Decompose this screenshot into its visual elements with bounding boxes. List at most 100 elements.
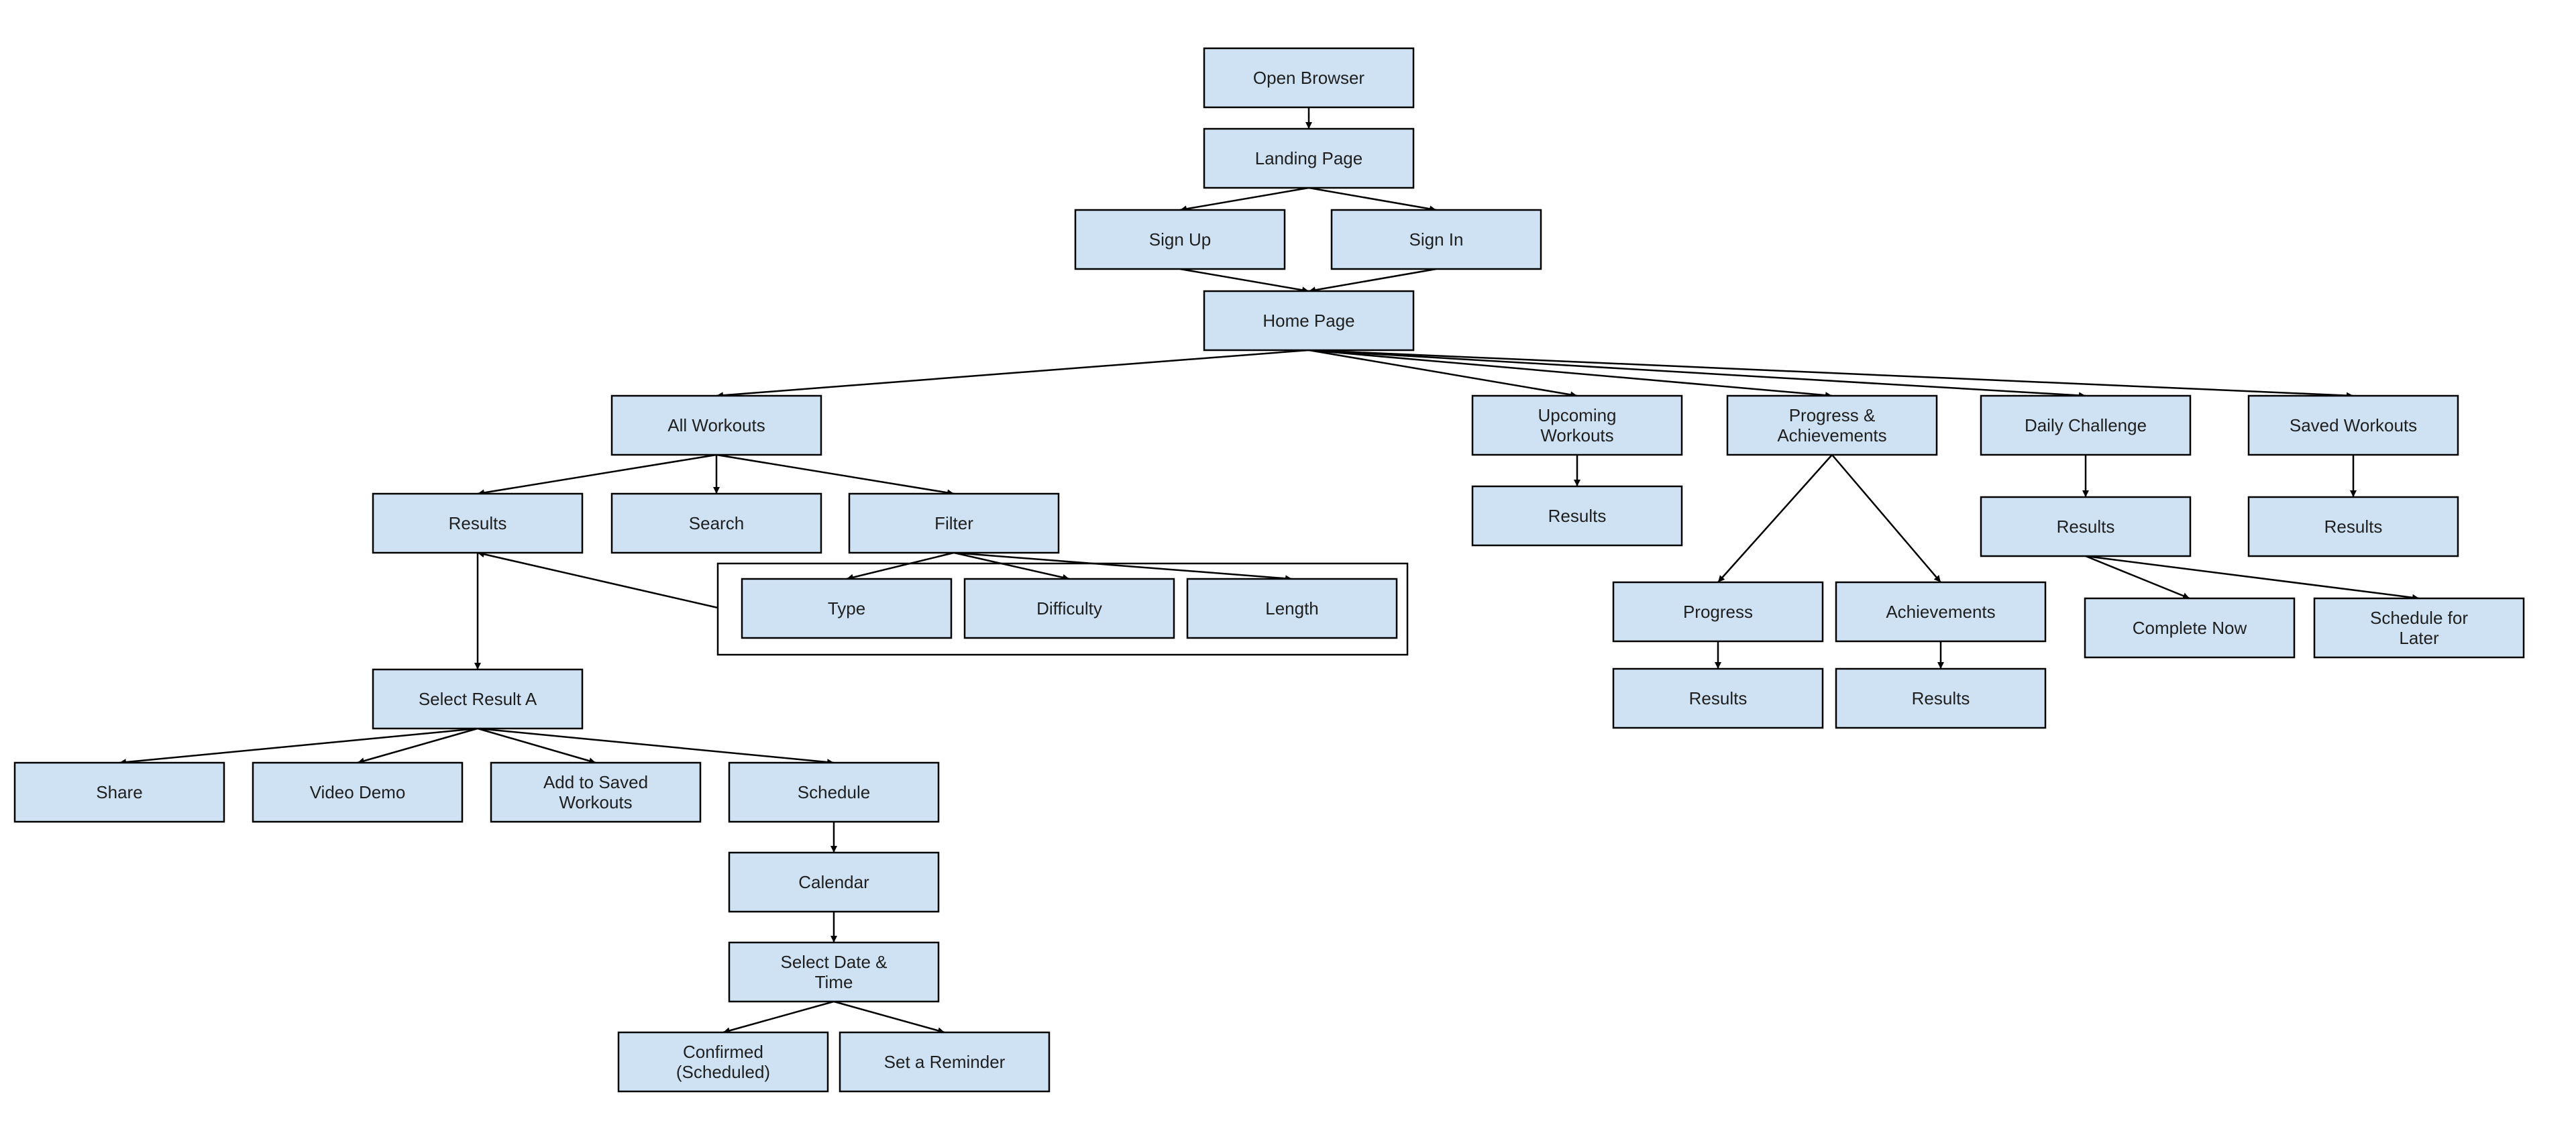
node-complete-now: Complete Now <box>2084 597 2296 659</box>
node-label: Share <box>96 782 142 802</box>
node-label: Select Date & <box>781 952 888 972</box>
node-box <box>1471 485 1683 547</box>
node-label: Results <box>1689 688 1748 708</box>
node-box <box>610 492 822 554</box>
edge-filter-to-type <box>846 551 955 581</box>
node-sign-up: Sign Up <box>1074 209 1286 270</box>
edge-landing-page-to-sign-up <box>1179 186 1309 213</box>
node-label: Progress & <box>1789 405 1876 425</box>
node-label: Length <box>1265 598 1319 618</box>
node-box <box>1980 394 2192 456</box>
node-box <box>1471 394 1683 456</box>
node-box <box>741 578 953 639</box>
node-label: Sign In <box>1409 229 1464 250</box>
edge-sign-up-to-home-page <box>1179 268 1309 294</box>
node-label: Progress <box>1683 602 1753 622</box>
node-box <box>728 941 940 1003</box>
edge-home-page-to-progress-achievements <box>1308 349 1833 399</box>
edge-select-result-a-to-video-demo <box>357 727 478 765</box>
node-box <box>963 578 1175 639</box>
node-label: Confirmed <box>683 1042 763 1062</box>
node-video-demo: Video Demo <box>252 761 464 823</box>
node-box <box>13 761 225 823</box>
node-difficulty: Difficulty <box>963 578 1175 639</box>
node-label: Set a Reminder <box>884 1052 1006 1072</box>
node-sign-in: Sign In <box>1330 209 1542 270</box>
node-results-all: Results <box>372 492 584 554</box>
node-label: Time <box>815 972 853 992</box>
node-label: Results <box>1912 688 1970 708</box>
edge-filter-group-to-results-all <box>477 551 718 609</box>
node-filter: Filter <box>848 492 1060 554</box>
node-label: Later <box>2399 628 2439 648</box>
node-box <box>372 492 584 554</box>
node-label: Achievements <box>1777 425 1886 445</box>
node-label: Sign Up <box>1149 229 1212 250</box>
node-box <box>1980 496 2192 557</box>
node-box <box>1612 581 1824 643</box>
edge-results-daily-to-schedule-later <box>2085 555 2420 601</box>
node-label: Schedule for <box>2370 608 2468 628</box>
node-label: Home Page <box>1263 311 1354 331</box>
edge-select-date-time-to-confirmed <box>722 1000 835 1034</box>
node-box <box>372 668 584 730</box>
filter-options-group <box>716 562 1409 656</box>
node-label: Landing Page <box>1255 148 1362 168</box>
node-label: Search <box>689 513 744 533</box>
edge-home-page-to-all-workouts <box>716 349 1309 399</box>
node-select-date-time: Select Date &Time <box>728 941 940 1003</box>
node-label: Results <box>1548 506 1607 526</box>
node-box <box>1726 394 1938 456</box>
node-label: Select Result A <box>419 689 537 709</box>
edge-select-result-a-to-share <box>119 727 478 766</box>
node-box <box>617 1031 829 1093</box>
edge-landing-page-to-sign-in <box>1308 186 1437 213</box>
edge-select-result-a-to-add-saved <box>477 727 596 765</box>
node-label: Filter <box>934 513 973 533</box>
edge-progress-achievements-to-progress <box>1717 454 1833 583</box>
node-landing-page: Landing Page <box>1203 127 1415 189</box>
node-label: Results <box>2057 517 2115 537</box>
node-all-workouts: All Workouts <box>610 394 822 456</box>
node-label: Workouts <box>559 792 632 812</box>
node-results-progress: Results <box>1612 667 1824 729</box>
node-open-browser: Open Browser <box>1203 47 1415 109</box>
node-progress: Progress <box>1612 581 1824 643</box>
node-label: Difficulty <box>1036 598 1102 618</box>
node-label: Open Browser <box>1253 68 1365 88</box>
node-label: Video Demo <box>310 782 406 802</box>
node-set-reminder: Set a Reminder <box>839 1031 1051 1093</box>
node-label: Workouts <box>1540 425 1613 445</box>
node-type: Type <box>741 578 953 639</box>
node-results-upcoming: Results <box>1471 485 1683 547</box>
node-label: Results <box>449 513 507 533</box>
node-results-saved: Results <box>2247 496 2459 557</box>
node-label: All Workouts <box>667 415 765 435</box>
node-box <box>728 761 940 823</box>
node-daily-challenge: Daily Challenge <box>1980 394 2192 456</box>
node-label: Achievements <box>1886 602 1995 622</box>
edge-select-date-time-to-set-reminder <box>833 1000 945 1034</box>
node-box <box>252 761 464 823</box>
edge-all-workouts-to-filter <box>716 453 955 496</box>
node-confirmed: Confirmed(Scheduled) <box>617 1031 829 1093</box>
node-schedule: Schedule <box>728 761 940 823</box>
node-box <box>1074 209 1286 270</box>
node-saved-workouts: Saved Workouts <box>2247 394 2459 456</box>
node-box <box>2313 597 2525 659</box>
node-box <box>610 394 822 456</box>
node-share: Share <box>13 761 225 823</box>
node-achievements: Achievements <box>1835 581 2047 643</box>
node-search: Search <box>610 492 822 554</box>
node-box <box>2247 496 2459 557</box>
node-label: (Scheduled) <box>676 1062 770 1082</box>
node-label: Saved Workouts <box>2290 415 2417 435</box>
node-progress-achievements: Progress &Achievements <box>1726 394 1938 456</box>
node-box <box>1186 578 1398 639</box>
node-label: Calendar <box>798 872 869 892</box>
node-calendar: Calendar <box>728 851 940 913</box>
edge-filter-to-difficulty <box>953 551 1070 581</box>
